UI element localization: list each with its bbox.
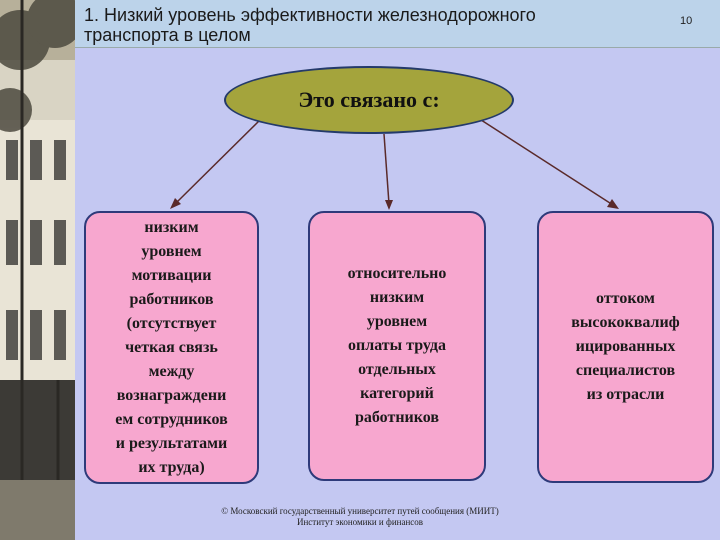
cause-text-1: низким уровнем мотивации работников (отс… xyxy=(115,218,228,476)
arrowhead-2 xyxy=(385,200,393,210)
center-ellipse: Это связано с: xyxy=(224,66,514,134)
cause-text-2: относительно низким уровнем оплаты труда… xyxy=(347,265,447,426)
cause-box-2: относительно низким уровнем оплаты труда… xyxy=(308,211,486,481)
slide-number: 10 xyxy=(680,15,693,27)
cause-box-3: оттоком высококвалиф ицированных специал… xyxy=(537,211,714,483)
slide-title-text: 1. Низкий уровень эффективности железнод… xyxy=(84,5,536,45)
arrow-to-cause-3 xyxy=(477,117,614,206)
footer-institute: Институт экономики и финансов xyxy=(296,517,424,527)
footer-copyright: © Московский государственный университет… xyxy=(221,506,499,516)
arrowhead-3 xyxy=(607,199,619,209)
cause-box-1: низким уровнем мотивации работников (отс… xyxy=(84,211,259,484)
center-label: Это связано с: xyxy=(298,87,440,112)
arrow-to-cause-2 xyxy=(383,133,390,205)
title-divider xyxy=(75,47,720,48)
arrow-to-cause-1 xyxy=(174,117,263,205)
cause-text-3: оттоком высококвалиф ицированных специал… xyxy=(571,290,680,403)
footer: © Московский государственный университет… xyxy=(170,506,550,528)
arrowhead-1 xyxy=(170,198,181,209)
slide-title: 1. Низкий уровень эффективности железнод… xyxy=(84,5,624,45)
building-photo xyxy=(0,0,75,540)
title-bar xyxy=(75,0,720,47)
